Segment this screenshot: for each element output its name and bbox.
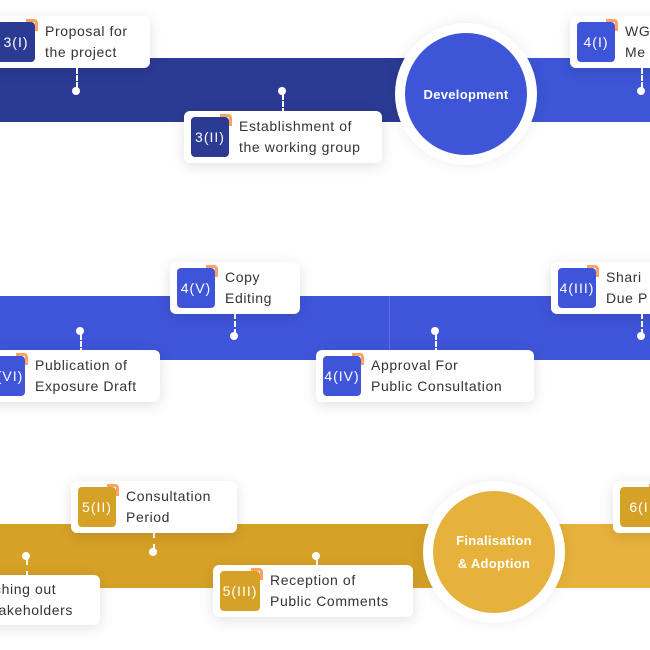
step-label-line2: Me	[625, 44, 646, 60]
step-code-badge: 6(I	[620, 484, 650, 527]
step-label: Approval For Public Consultation	[361, 355, 502, 397]
step-label-line2: Period	[126, 509, 171, 525]
finalisation-label-line1: Finalisation	[456, 533, 532, 548]
development-circle: Development	[405, 33, 527, 155]
step-code-badge: 5(III)	[220, 568, 263, 611]
step-label-line1: Establishment of	[239, 118, 353, 134]
finalisation-label-line2: & Adoption	[457, 556, 531, 571]
connector-stem	[435, 334, 437, 354]
step-card: 4(III) Shari Due P	[551, 262, 650, 314]
connector-dot	[76, 327, 84, 335]
connector-dot	[149, 548, 157, 556]
connector-dot	[431, 327, 439, 335]
step-card: 5(II) Consultation Period	[71, 481, 237, 533]
timeline-band-2	[0, 296, 650, 360]
connector-stem	[76, 68, 78, 88]
step-card: 6(I	[613, 481, 650, 533]
connector-stem	[26, 559, 28, 577]
step-card: (VI) Publication of Exposure Draft	[0, 350, 160, 402]
step-label: WG Me	[615, 21, 650, 63]
step-label: Consultation Period	[116, 486, 211, 528]
step-card: ching out takeholders	[0, 575, 100, 625]
step-label: ching out takeholders	[0, 579, 73, 621]
connector-dot	[72, 87, 80, 95]
step-label-line2: Exposure Draft	[35, 378, 137, 394]
step-card: 3(I) Proposal for the project	[0, 16, 150, 68]
connector-dot	[230, 332, 238, 340]
step-label-line1: Consultation	[126, 488, 212, 504]
step-label-line2: Public Comments	[270, 593, 389, 609]
step-label: Publication of Exposure Draft	[25, 355, 137, 397]
step-label-line2: Due P	[606, 290, 648, 306]
finalisation-circle: Finalisation & Adoption	[433, 491, 555, 613]
connector-stem	[153, 532, 155, 550]
step-label: Establishment of the working group	[229, 116, 361, 158]
step-code-badge: 4(III)	[558, 265, 599, 308]
step-card: 4(V) Copy Editing	[170, 262, 300, 314]
connector-dot	[278, 87, 286, 95]
step-label-line2: the project	[45, 44, 117, 60]
step-code-badge: 5(II)	[78, 484, 119, 527]
step-label: Shari Due P	[596, 267, 648, 309]
step-label: Copy Editing	[215, 267, 272, 309]
step-label-line2: Editing	[225, 290, 273, 306]
step-label-line1: Publication of	[35, 357, 128, 373]
step-code-badge: (VI)	[0, 353, 28, 396]
step-label-line2: takeholders	[0, 602, 73, 618]
connector-stem	[282, 94, 284, 114]
step-label-line1: Reception of	[270, 572, 356, 588]
development-label: Development	[423, 86, 509, 102]
connector-stem	[80, 334, 82, 354]
step-label-line1: Proposal for	[45, 23, 128, 39]
step-card: 4(I) WG Me	[570, 16, 650, 68]
step-label: Proposal for the project	[35, 21, 128, 63]
connector-stem	[641, 313, 643, 335]
connector-stem	[641, 68, 643, 88]
step-label-line2: the working group	[239, 139, 361, 155]
step-label-line1: Copy	[225, 269, 261, 285]
step-label-line1: Approval For	[371, 357, 459, 373]
step-code-badge: 3(I)	[0, 19, 38, 62]
step-card: 3(II) Establishment of the working group	[184, 111, 382, 163]
step-code-badge: 4(I)	[577, 19, 618, 62]
step-card: 5(III) Reception of Public Comments	[213, 565, 413, 617]
connector-dot	[637, 87, 645, 95]
step-card: 4(IV) Approval For Public Consultation	[316, 350, 534, 402]
connector-dot	[312, 552, 320, 560]
timeline-band-2-divider	[389, 296, 390, 360]
step-label: Reception of Public Comments	[260, 570, 389, 612]
step-label-line1: ching out	[0, 581, 57, 597]
connector-stem	[234, 313, 236, 335]
step-label-line1: Shari	[606, 269, 642, 285]
step-code-badge: 3(II)	[191, 114, 232, 157]
step-code-badge: 4(IV)	[323, 353, 364, 396]
connector-dot	[637, 332, 645, 340]
step-label-line1: WG	[625, 23, 650, 39]
step-code-badge: 4(V)	[177, 265, 218, 308]
connector-dot	[22, 552, 30, 560]
step-label-line2: Public Consultation	[371, 378, 503, 394]
